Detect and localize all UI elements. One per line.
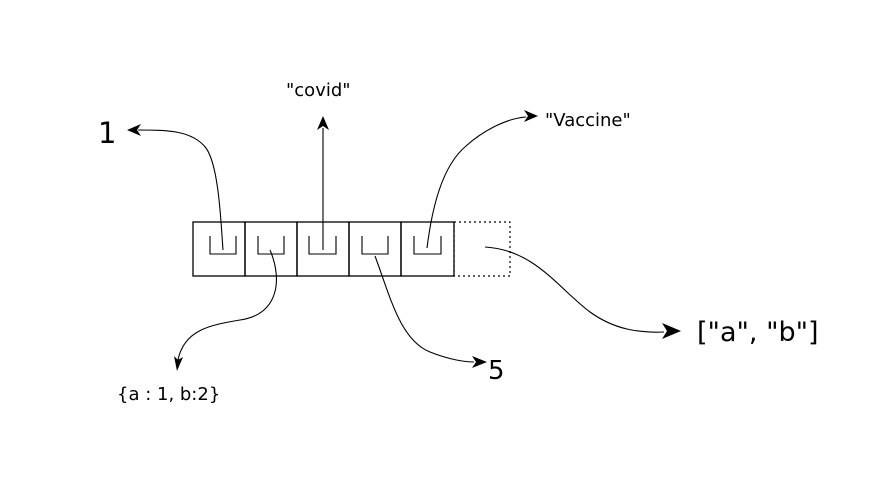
arrowhead-five — [472, 356, 487, 368]
tail-cell-2 — [308, 236, 337, 255]
tail-cell-4 — [413, 236, 442, 255]
pointer-cell3-to-five — [374, 255, 475, 363]
tail-cell-0 — [209, 236, 237, 255]
pointer-empty-to-array — [484, 246, 665, 333]
pointer-tails — [209, 236, 442, 255]
arrowhead-vaccine — [524, 110, 538, 122]
array-cell-1 — [244, 221, 298, 277]
pointer-cell4-to-vaccine — [426, 116, 527, 249]
arrowhead-object — [174, 356, 183, 371]
tail-cell-3 — [361, 236, 389, 255]
array-cell-3 — [348, 221, 402, 277]
arrowhead-array — [662, 323, 681, 339]
label-vaccine: "Vaccine" — [545, 110, 631, 131]
array-cell-0 — [192, 221, 246, 277]
arrowhead-covid — [317, 116, 329, 130]
label-one: 1 — [98, 116, 116, 150]
pointer-cell0-to-one — [137, 129, 224, 251]
label-array: ["a", "b"] — [697, 317, 819, 348]
label-five: 5 — [488, 356, 505, 386]
pointers — [127, 110, 681, 371]
pointer-cell1-to-object — [177, 249, 277, 361]
array-cell-4 — [400, 221, 455, 277]
label-object: {a : 1, b:2} — [117, 384, 220, 405]
array-cells — [192, 221, 511, 277]
tail-cell-1 — [257, 236, 285, 255]
label-covid: "covid" — [286, 80, 351, 101]
arrowhead-one — [127, 124, 141, 136]
